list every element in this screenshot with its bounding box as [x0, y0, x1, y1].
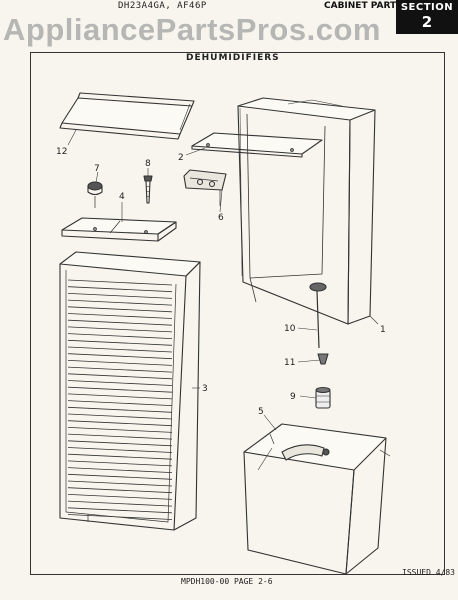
grille-slat [67, 473, 173, 480]
grille-slat [67, 306, 173, 313]
grille-slat [67, 500, 173, 507]
grille-slat [67, 339, 173, 346]
grille-slat [67, 360, 173, 366]
part-8-screw [143, 175, 153, 204]
grille-slat [67, 386, 173, 393]
callout-2: 2 [178, 153, 184, 163]
grille-slat [67, 487, 173, 494]
diagram-frame [30, 52, 445, 575]
category-title: CABINET PARTS [324, 1, 403, 11]
grille-slat [67, 366, 173, 373]
grille-slat [67, 427, 173, 433]
leader-lines [67, 129, 379, 431]
part-callouts: 12 2 7 8 4 6 3 1 5 10 11 9 [56, 147, 386, 417]
grille-slat [67, 313, 173, 319]
part-9-float [315, 386, 331, 409]
grille-slat [67, 413, 173, 420]
grille-slat [67, 279, 173, 286]
grille-slat [67, 420, 173, 427]
grille-slat [67, 507, 173, 514]
callout-11: 11 [284, 358, 295, 368]
grille-slat [67, 373, 173, 380]
section-label: SECTION [400, 2, 454, 13]
callout-5: 5 [258, 407, 264, 417]
callout-4: 4 [119, 192, 125, 202]
grille-slat [67, 346, 173, 353]
grille-slat [67, 433, 173, 440]
grille-slat [67, 319, 173, 326]
model-numbers: DH23A4GA, AF46P [118, 1, 207, 11]
section-badge: SECTION 2 [396, 0, 458, 34]
grille-slat [67, 440, 173, 447]
product-subtitle: DEHUMIDIFIERS [186, 53, 280, 63]
grille-slat [67, 460, 173, 467]
grille-slat [67, 514, 173, 520]
grille-slat [67, 333, 173, 339]
grille-slats [67, 279, 173, 520]
site-watermark: AppliancePartsPros.com [3, 12, 381, 47]
callout-8: 8 [145, 159, 151, 169]
grille-slat [67, 393, 173, 400]
part-11-stop [317, 353, 329, 365]
callout-12: 12 [56, 147, 67, 157]
part-7-knob [87, 181, 103, 208]
grille-slat [67, 326, 173, 333]
section-number: 2 [421, 13, 433, 31]
part-5-water-bucket [243, 423, 391, 575]
grille-slat [67, 400, 173, 406]
grille-slat [67, 453, 173, 460]
issued-date: ISSUED 4/83 [402, 568, 455, 577]
page-reference: MPDH100-00 PAGE 2-6 [181, 577, 273, 586]
grille-slat [67, 353, 173, 360]
grille-slat [67, 406, 173, 413]
part-2-top-plate [191, 132, 323, 158]
part-6-switch [183, 169, 227, 206]
callout-3: 3 [202, 384, 208, 394]
callout-9: 9 [290, 392, 296, 402]
grille-slat [67, 299, 173, 306]
grille-slat [67, 480, 173, 487]
callout-6: 6 [218, 213, 224, 223]
grille-slat [67, 286, 173, 293]
callout-1: 1 [380, 325, 386, 335]
grille-slat [67, 467, 173, 473]
grille-slat [67, 380, 173, 386]
part-1-cabinet [237, 97, 376, 325]
grille-slat [67, 494, 173, 500]
part-12-top-cover [59, 92, 195, 140]
grille-slat [67, 447, 173, 453]
callout-7: 7 [94, 164, 100, 174]
part-4-control-panel [61, 217, 177, 242]
part-10-float-rod [309, 282, 327, 349]
callout-10: 10 [284, 324, 296, 334]
grille-slat [67, 293, 173, 299]
